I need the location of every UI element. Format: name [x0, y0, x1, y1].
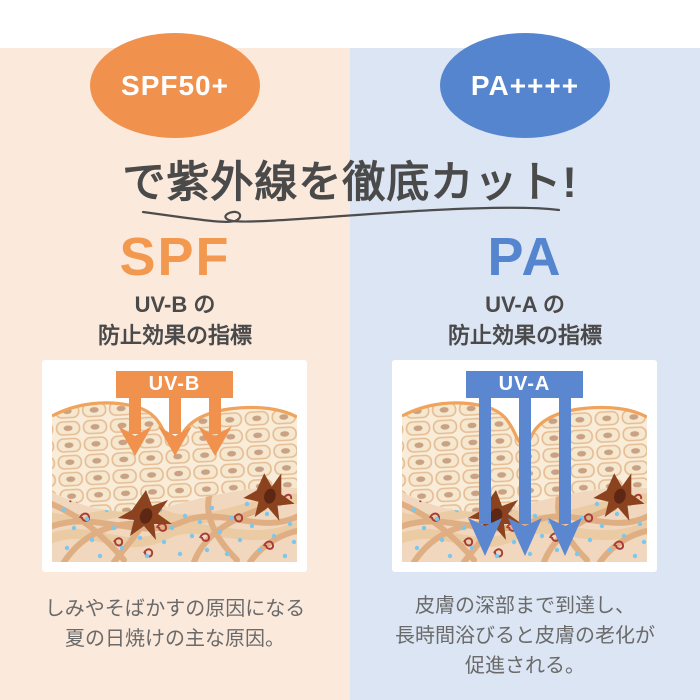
page-title: で紫外線を徹底カット! — [122, 159, 578, 207]
spf-heading: SPF — [119, 227, 231, 287]
spf-subheading-line1: UV-B の — [134, 292, 216, 317]
pa-skin-diagram: UV-A — [392, 360, 657, 572]
pa-heading: PA — [487, 227, 563, 287]
spf-skin-diagram: UV-B — [42, 360, 307, 572]
top-white-band — [0, 0, 700, 48]
spf-badge-label: SPF50+ — [121, 69, 229, 101]
pa-subheading: UV-A の 防止効果の指標 — [350, 289, 700, 351]
pa-caption-line1: 皮膚の深部まで到達し、 — [415, 595, 635, 617]
pa-subheading-line1: UV-A の — [485, 292, 565, 317]
uva-label: UV-A — [466, 371, 583, 398]
spf-caption-line1: しみやそばかすの原因になる — [44, 598, 306, 620]
uvb-arrows-icon — [118, 396, 232, 456]
pa-caption-line3: 促進される。 — [465, 655, 585, 677]
spf-caption: しみやそばかすの原因になる 夏の日焼けの主な原因。 — [0, 594, 350, 654]
uva-arrows-icon — [468, 396, 582, 556]
pa-badge-label: PA++++ — [470, 69, 580, 101]
pa-caption-line2: 長時間浴びると皮膚の老化が — [395, 625, 655, 647]
title-underline — [141, 206, 561, 223]
pa-caption: 皮膚の深部まで到達し、 長時間浴びると皮膚の老化が 促進される。 — [350, 591, 700, 681]
uvb-label: UV-B — [116, 371, 233, 398]
spf-subheading: UV-B の 防止効果の指標 — [0, 289, 350, 351]
spf-badge: SPF50+ — [90, 33, 260, 138]
pa-badge: PA++++ — [440, 33, 610, 138]
pa-subheading-line2: 防止効果の指標 — [447, 323, 602, 348]
spf-caption-line2: 夏の日焼けの主な原因。 — [65, 628, 285, 650]
spf-subheading-line2: 防止効果の指標 — [97, 323, 252, 348]
